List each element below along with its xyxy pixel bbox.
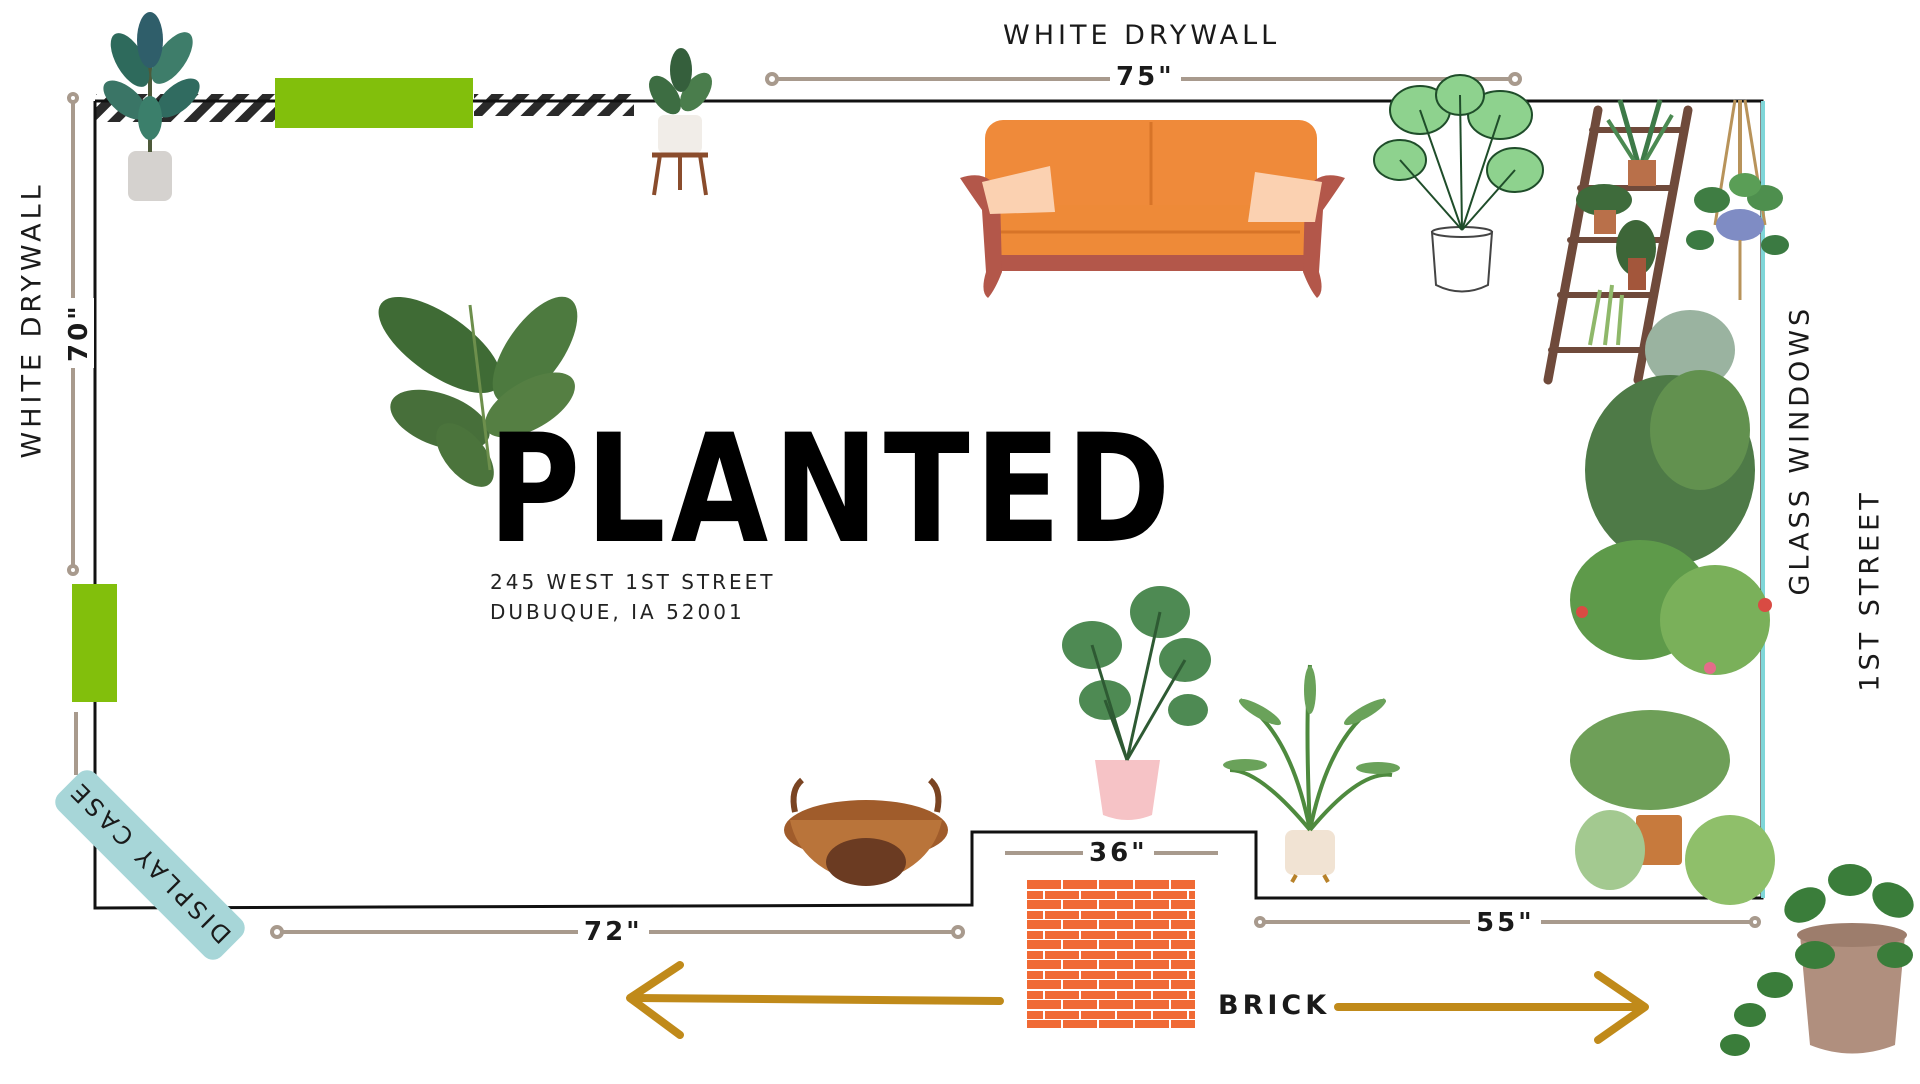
address-line-2: DUBUQUE, IA 52001	[490, 600, 745, 624]
display-case-badge	[55, 770, 245, 960]
bottom-right-dimension-label: 55"	[1470, 908, 1541, 938]
top-wall-stripes-right	[474, 94, 634, 116]
left-wall-label: WHITE DRYWALL	[16, 181, 48, 459]
palm-plant-icon	[1223, 664, 1400, 883]
left-dimension-label: 70"	[64, 298, 94, 368]
arrow-left	[626, 961, 1004, 1039]
leaf-icon	[378, 296, 578, 487]
right-wall-label: GLASS WINDOWS	[1784, 304, 1816, 596]
address-line-1: 245 WEST 1ST STREET	[490, 570, 776, 594]
arrow-right	[1334, 971, 1649, 1044]
basket-icon	[784, 777, 948, 886]
top-wall-label: WHITE DRYWALL	[1003, 20, 1281, 51]
top-door	[275, 78, 473, 128]
brick-wall-icon	[1027, 880, 1195, 1028]
monstera-icon	[1373, 74, 1544, 293]
hanging-plant-icon	[1686, 99, 1789, 300]
fiddle-leaf-plant-icon	[103, 12, 200, 201]
monstera-icon	[1062, 586, 1211, 820]
page-title: PLANTED	[488, 403, 1176, 577]
sofa-icon	[960, 120, 1345, 298]
potted-plant-icon	[649, 48, 712, 196]
top-dimension-label: 75"	[1110, 62, 1181, 92]
street-label: 1ST STREET	[1854, 489, 1886, 692]
left-door	[72, 584, 117, 702]
brick-label: BRICK	[1218, 990, 1331, 1021]
pothos-icon	[1720, 864, 1914, 1056]
bottom-left-dimension-label: 72"	[578, 917, 649, 947]
plant-wall-icon	[1570, 310, 1775, 905]
bottom-middle-dimension-label: 36"	[1083, 838, 1154, 868]
ladder-plants-icon	[1576, 99, 1674, 346]
